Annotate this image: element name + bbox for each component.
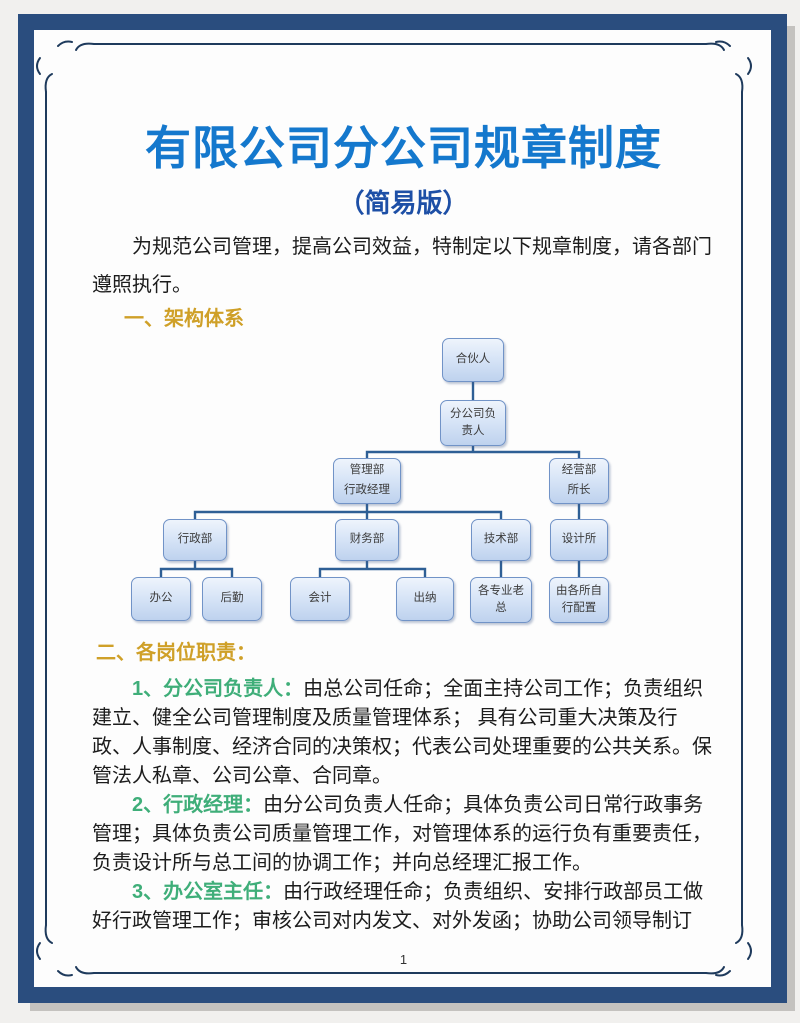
document-page: 有限公司分公司规章制度 （简易版） 为规范公司管理，提高公司效益，特制定以下规章… [34,30,771,987]
org-node-finance-dept: 财务部 [335,519,399,561]
org-node-logistics: 后勤 [202,577,262,621]
duty-item-admin-manager: 2、行政经理：由分公司负责人任命；具体负责公司日常行政事务管理；具体负责公司质量… [92,791,715,878]
page-border-frame [18,14,787,1003]
org-node-admin-dept: 行政部 [163,519,227,561]
org-node-specialist-chiefs: 各专业老 总 [470,577,532,623]
duty-item-lead: 1、分公司负责人： [132,678,304,700]
duty-item-body: 由总公司任命；全面主持公司工作；负责组织建立、健全公司管理制度及质量管理体系； … [92,678,712,787]
page-number: 1 [399,952,408,967]
duty-item-lead: 3、办公室主任： [132,881,284,903]
duty-item-office-director: 3、办公室主任：由行政经理任命；负责组织、安排行政部员工做好行政管理工作；审核公… [92,878,715,936]
document-title: 有限公司分公司规章制度 [145,122,662,174]
duty-item-body: 由行政经理任命；负责组织、安排行政部员工做好行政管理工作；审核公司对内发文、对外… [92,881,704,932]
org-chart-connectors [159,382,581,577]
org-node-design-office: 设计所 [550,519,608,561]
org-node-cashier: 出纳 [396,577,454,621]
duty-item-lead: 2、行政经理： [132,794,264,816]
org-node-operation-dept: 经营部 所长 [549,458,609,504]
org-node-tech-dept: 技术部 [471,519,531,561]
section-heading-duties: 二、各岗位职责： [96,642,256,664]
org-node-accounting: 会计 [290,577,350,621]
intro-paragraph: 为规范公司管理，提高公司效益，特制定以下规章制度，请各部门遵照执行。 [92,236,712,296]
duty-item-branch-head: 1、分公司负责人：由总公司任命；全面主持公司工作；负责组织建立、健全公司管理制度… [92,675,715,791]
org-node-management-dept: 管理部 行政经理 [333,458,401,504]
org-chart: 合伙人 分公司负 责人 管理部 行政经理 经营部 所长 行政部 财务部 技术部 … [110,336,670,638]
duty-item-body: 由分公司负责人任命；具体负责公司日常行政事务管理；具体负责公司质量管理工作，对管… [92,794,712,874]
section-heading-structure: 一、架构体系 [124,308,244,330]
document-subtitle: （简易版） [338,188,469,218]
org-node-branch-head: 分公司负 责人 [440,400,506,446]
org-node-self-configured: 由各所自 行配置 [549,577,609,623]
org-node-office: 办公 [131,577,191,621]
org-node-partner: 合伙人 [442,338,504,382]
